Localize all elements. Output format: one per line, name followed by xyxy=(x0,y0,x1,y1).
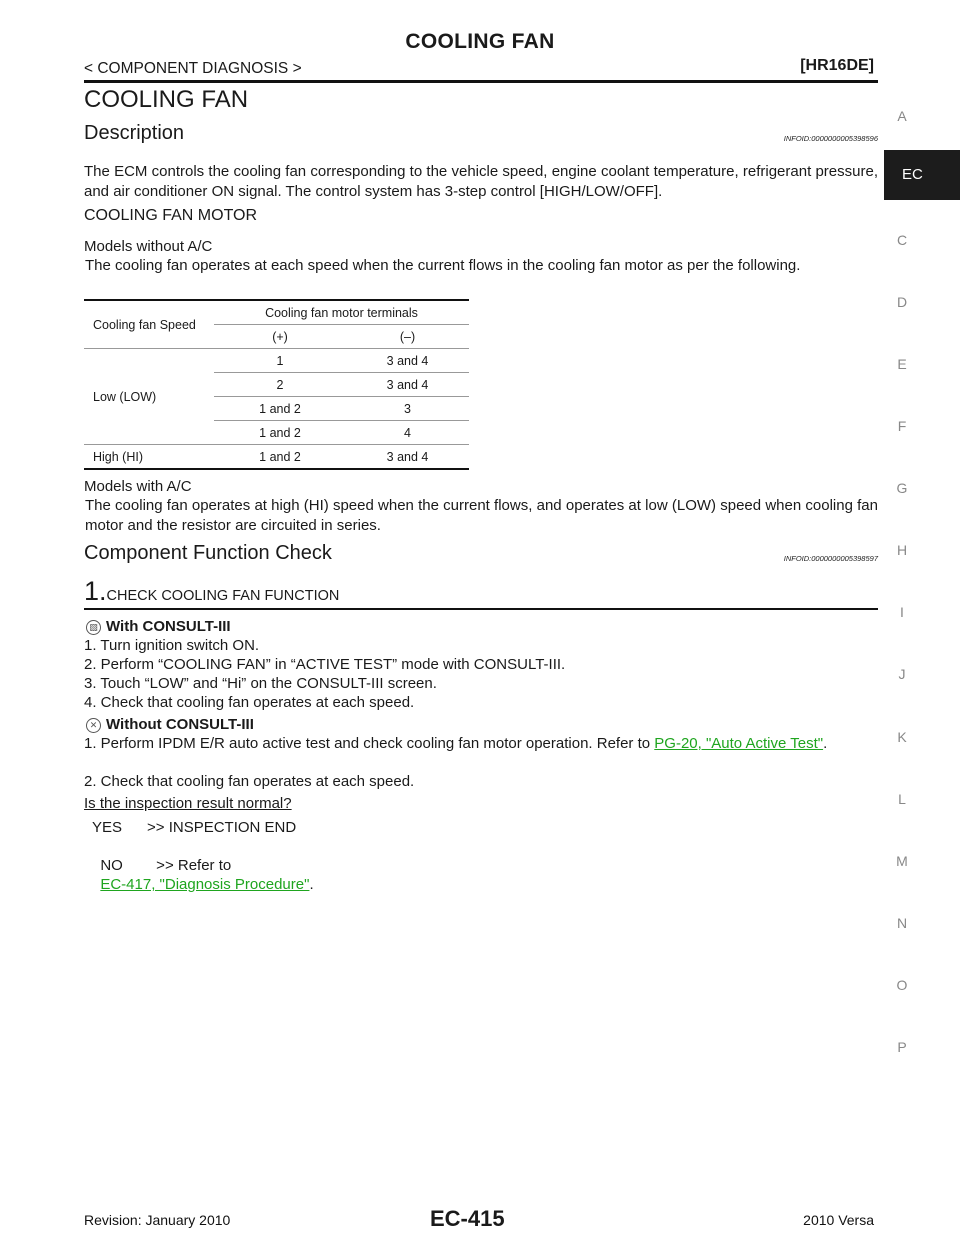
side-index-p[interactable]: P xyxy=(897,1039,907,1055)
table-cell-minus: 4 xyxy=(346,420,469,445)
table-header-minus: (–) xyxy=(346,324,469,349)
table-cell-speed: Low (LOW) xyxy=(84,348,214,445)
step-title: CHECK COOLING FAN FUNCTION xyxy=(106,588,340,604)
page-title: COOLING FAN xyxy=(405,30,555,53)
table-header-speed: Cooling fan Speed xyxy=(84,299,214,349)
step-rule xyxy=(84,608,878,610)
without-step-2: 2. Check that cooling fan operates at ea… xyxy=(84,773,415,790)
motor-subheading: COOLING FAN MOTOR xyxy=(84,207,258,224)
inspection-question: Is the inspection result normal? xyxy=(84,795,292,812)
side-index-ec-label: EC xyxy=(902,166,923,183)
side-index-ec-tab[interactable]: EC xyxy=(884,150,960,200)
without-step-1: 1. Perform IPDM E/R auto active test and… xyxy=(84,735,828,752)
side-index-f[interactable]: F xyxy=(897,418,907,434)
table-cell-plus: 2 xyxy=(214,372,346,397)
table-cell-plus: 1 and 2 xyxy=(214,396,346,421)
table-cell-plus: 1 and 2 xyxy=(214,444,346,470)
side-index-m[interactable]: M xyxy=(896,853,908,869)
table-header-plus: (+) xyxy=(214,324,346,349)
without-consult-label-row: ✕ Without CONSULT-III xyxy=(86,715,254,734)
table-cell-minus: 3 xyxy=(346,396,469,421)
function-check-title: Component Function Check xyxy=(84,542,332,564)
with-consult-label: With CONSULT-III xyxy=(106,618,231,635)
breadcrumb: < COMPONENT DIAGNOSIS > xyxy=(84,60,302,77)
table-cell-minus: 3 and 4 xyxy=(346,372,469,397)
with-step-2: 2. Perform “COOLING FAN” in “ACTIVE TEST… xyxy=(84,656,566,673)
side-index-h[interactable]: H xyxy=(896,542,908,558)
side-index-a[interactable]: A xyxy=(897,108,907,124)
page-number: EC-415 xyxy=(430,1206,505,1231)
table-cell-plus: 1 and 2 xyxy=(214,420,346,445)
side-index-e[interactable]: E xyxy=(897,356,907,372)
table-header-terminals: Cooling fan motor terminals xyxy=(214,299,469,325)
side-index-n[interactable]: N xyxy=(896,915,908,931)
models-with-ac-text: The cooling fan operates at high (HI) sp… xyxy=(85,497,878,534)
step-heading: 1.CHECK COOLING FAN FUNCTION xyxy=(84,576,339,607)
description-infoid: INFOID:0000000005398596 xyxy=(783,134,878,143)
yes-result: YES >> INSPECTION END xyxy=(92,819,297,836)
pg-20-link[interactable]: PG-20, "Auto Active Test" xyxy=(654,735,824,752)
side-index-l[interactable]: L xyxy=(898,791,906,807)
side-index-g[interactable]: G xyxy=(896,480,908,496)
description-text: The ECM controls the cooling fan corresp… xyxy=(84,163,878,200)
side-index-d[interactable]: D xyxy=(896,294,908,310)
fan-speed-table: Cooling fan Speed Cooling fan motor term… xyxy=(84,299,469,470)
no-result-text: NO >> Refer to xyxy=(100,857,232,874)
section-heading: COOLING FAN xyxy=(84,86,249,113)
engine-code: [HR16DE] xyxy=(800,57,874,74)
table-cell-speed: High (HI) xyxy=(84,444,214,470)
footer-revision: Revision: January 2010 xyxy=(84,1212,231,1228)
footer-model: 2010 Versa xyxy=(803,1212,874,1228)
header-rule xyxy=(84,80,878,83)
step-number: 1. xyxy=(84,576,107,606)
with-consult-label-row: ▧ With CONSULT-III xyxy=(86,617,231,636)
no-result: NO >> Refer to EC-417, "Diagnosis Proced… xyxy=(100,857,314,893)
ec-417-link[interactable]: EC-417, "Diagnosis Procedure" xyxy=(100,876,310,893)
with-step-4: 4. Check that cooling fan operates at ea… xyxy=(84,694,415,711)
without-consult-label: Without CONSULT-III xyxy=(106,716,254,733)
side-index-i[interactable]: I xyxy=(900,604,904,620)
side-index-k[interactable]: K xyxy=(897,729,907,745)
no-consult-icon: ✕ xyxy=(86,717,101,733)
models-without-ac-text: The cooling fan operates at each speed w… xyxy=(85,257,801,274)
models-without-ac-label: Models without A/C xyxy=(84,238,213,255)
function-check-infoid: INFOID:0000000005398597 xyxy=(783,554,878,563)
with-step-1: 1. Turn ignition switch ON. xyxy=(84,637,260,654)
table-row: Low (LOW) 1 3 and 4 xyxy=(84,348,469,445)
consult-device-icon: ▧ xyxy=(86,619,101,635)
models-with-ac-label: Models with A/C xyxy=(84,478,192,495)
description-title: Description xyxy=(84,122,185,144)
table-row: 1 and 2 3 xyxy=(84,396,469,421)
table-row: 2 3 and 4 xyxy=(84,372,469,397)
with-step-3: 3. Touch “LOW” and “Hi” on the CONSULT-I… xyxy=(84,675,437,692)
side-index-j[interactable]: J xyxy=(898,666,906,682)
table-cell-plus: 1 xyxy=(214,348,346,373)
table-cell-minus: 3 and 4 xyxy=(346,444,469,470)
table-cell-minus: 3 and 4 xyxy=(346,348,469,373)
side-index-c[interactable]: C xyxy=(896,232,908,248)
without-step-1-text: 1. Perform IPDM E/R auto active test and… xyxy=(84,735,651,752)
side-index-o[interactable]: O xyxy=(896,977,908,993)
table-row: 1 and 2 4 xyxy=(84,420,469,445)
table-row: High (HI) 1 and 2 3 and 4 xyxy=(84,444,469,470)
